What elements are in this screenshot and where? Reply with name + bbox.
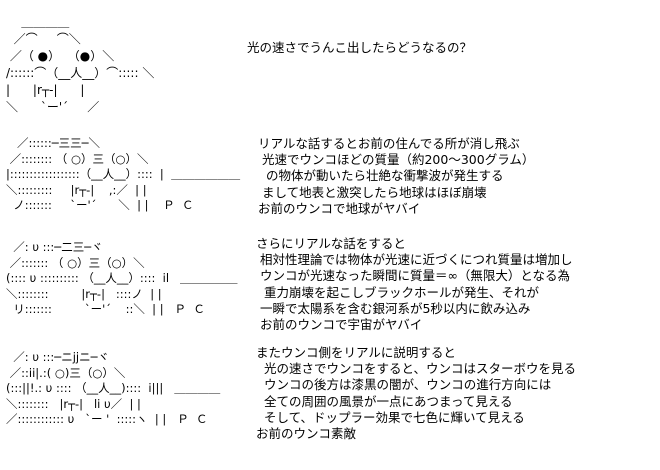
- art-line: (:::: υ :::::::::: （__人__）:::: il ＿＿＿＿＿: [6, 271, 238, 285]
- yaruo-face-art: ＿＿＿＿ ／⌒ ⌒＼ ／（ ●） （●）＼/::::::⌒（__人__）⌒:::…: [6, 14, 154, 116]
- art-line: ／: υ :::─ニjjニ─ヾ: [6, 350, 110, 364]
- speech-line: 一瞬で太陽系を含む銀河系が5秒以内に飲み込み: [256, 300, 531, 316]
- speech-line: お前のウンコで宇宙がヤバイ: [256, 317, 423, 333]
- speech-line: の物体が動いたら壮絶な衝撃波が発生する: [258, 168, 504, 184]
- speech-line: またウンコ側をリアルに説明すると: [256, 345, 456, 360]
- art-line: |::::::::::::::::::（__人__）:::: | ＿＿＿＿＿＿: [6, 167, 241, 181]
- speech-line: ウンコが光速なった瞬間に質量＝∞（無限大）となる為: [256, 268, 571, 284]
- art-line: ／::::::: （ ○）三（○）＼: [6, 255, 145, 270]
- art-line: ＿＿＿＿: [6, 15, 70, 29]
- art-line: ／::::::─三三─＼: [6, 136, 101, 150]
- speech-line: 全ての周囲の風景が一点にあつまって見える: [256, 393, 513, 409]
- art-line: (:::||!.: υ :::: （__人__):::: i||| ＿＿＿＿: [6, 381, 221, 395]
- yaranaio-pc-art-2: ／: υ :::─二三─ヾ ／::::::: （ ○）三（○）＼(:::: υ …: [6, 240, 238, 318]
- speech-line: お前のウンコで地球がヤバイ: [258, 200, 421, 216]
- speech-line: そして、ドップラー効果で七色に輝いて見える: [256, 409, 525, 425]
- speech-line: さらにリアルな話をすると: [256, 236, 406, 251]
- art-line: リ::::::: `ー'´ ::＼ | | Ｐ Ｃ: [6, 302, 205, 316]
- art-line: | |r┬-| |: [6, 83, 85, 97]
- speech-line: ウンコの後方は漆黒の闇が、ウンコの進行方向には: [256, 377, 552, 393]
- speech-question: 光の速さでうんこ出したらどうなるの？: [247, 40, 472, 56]
- art-line: ／::ii|.:( ○)三（○）＼: [6, 365, 126, 380]
- yaranaio-pc-art-3: ／: υ :::─ニjjニ─ヾ ／::ii|.:( ○)三（○）＼(:::||!…: [6, 350, 220, 428]
- art-line: /::::::⌒（__人__）⌒::::: ＼: [6, 66, 155, 80]
- speech-line: 光の速さでウンコをすると、ウンコはスターボウを見る: [256, 361, 576, 377]
- speech-line: まして地表と激突したら地球はほぼ崩壊: [258, 184, 487, 200]
- speech-line: 光の速さでうんこ出したらどうなるの？: [247, 40, 473, 55]
- art-line: ＼::::::::: |r┬-| ,:／ | |: [6, 182, 147, 197]
- art-line: ／: υ :::─二三─ヾ: [6, 240, 103, 254]
- art-line: ／:::::::::::: υ `ー ' :::::ヽ | | Ｐ Ｃ: [6, 412, 208, 426]
- art-line: ＼:::::::: |r┬-| ::::ノ | |: [6, 286, 162, 301]
- speech-answer-1: リアルな話するとお前の住んでる所が消し飛ぶ 光速でウンコほどの質量（約200～3…: [258, 136, 534, 217]
- art-line: ／⌒ ⌒＼: [6, 32, 81, 46]
- speech-answer-3: またウンコ側をリアルに説明すると 光の速さでウンコをすると、ウンコはスターボウを…: [256, 345, 576, 442]
- yaranaio-pc-art-1: ／::::::─三三─＼ ／:::::::: （ ○）三（○）＼|:::::::…: [6, 136, 240, 214]
- art-line: ＼ `ー'´ ／: [6, 100, 100, 114]
- art-line: ノ::::::: `ー'´ ＼ | | Ｐ Ｃ: [6, 198, 194, 212]
- speech-line: 光速でウンコほどの質量（約200～300グラム）: [258, 152, 535, 168]
- speech-answer-2: さらにリアルな話をすると 相対性理論では物体が光速に近づくにつれ質量は増加し ウ…: [256, 236, 572, 333]
- speech-line: 重力崩壊を起こしブラックホールが発生、それが: [256, 284, 539, 300]
- art-line: ＼:::::::: |r┬-| li υ／ | |: [6, 396, 141, 411]
- art-line: ／:::::::: （ ○）三（○）＼: [6, 151, 149, 166]
- speech-line: お前のウンコ素敵: [256, 426, 357, 442]
- speech-line: 相対性理論では物体が光速に近づくにつれ質量は増加し: [256, 252, 573, 268]
- speech-line: リアルな話するとお前の住んでる所が消し飛ぶ: [258, 136, 520, 151]
- art-line: ／（ ●） （●）＼: [6, 49, 115, 63]
